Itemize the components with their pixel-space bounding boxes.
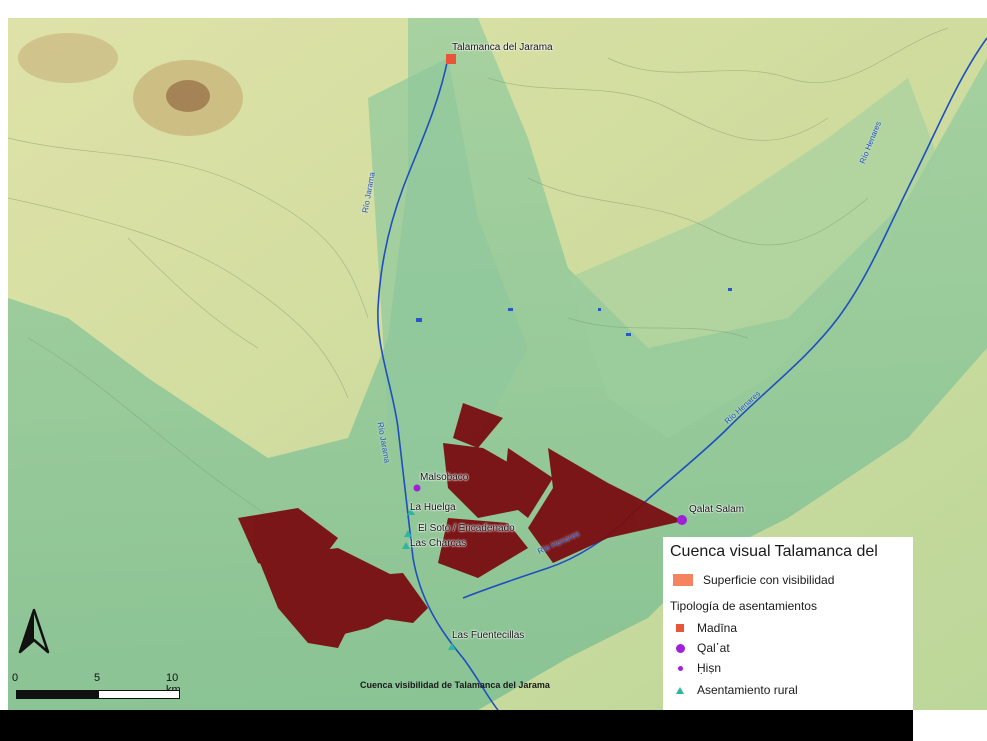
north-arrow-icon [18, 608, 50, 654]
scale-tick-0: 0 [12, 672, 19, 684]
place-label-malsobaco: Malsobaco [420, 472, 469, 483]
legend-visibility-row: Superficie con visibilidad [673, 573, 834, 587]
place-label-las-fuentecillas: Las Fuentecillas [452, 630, 525, 641]
legend-visibility-label: Superficie con visibilidad [703, 573, 835, 587]
bottom-black-band [0, 710, 913, 741]
rio-henares-line [462, 37, 987, 599]
rural-triangle-icon [676, 686, 684, 694]
map-caption: Cuenca visibilidad de Talamanca del Jara… [360, 680, 550, 690]
map-legend: Cuenca visual Talamanca del Superficie c… [663, 537, 913, 710]
place-label-las-charcas: Las Charcas [410, 538, 467, 549]
place-label-talamanca: Talamanca del Jarama [452, 42, 553, 53]
water-bodies [416, 288, 732, 336]
legend-item-qalat: Qal῾at [673, 641, 730, 655]
valley-floor [368, 58, 528, 498]
legend-item-label: Ḥiṣn [697, 661, 722, 675]
scale-bar: 0 5 10 km [8, 672, 188, 708]
visibility-swatch [673, 574, 693, 586]
qalat-marker-qalat-salam [677, 515, 687, 525]
madina-marker-talamanca [446, 54, 456, 64]
qalat-circle-icon [676, 643, 685, 653]
scale-segment-dark [16, 690, 100, 699]
mountain-ridge [18, 33, 118, 83]
hisn-dot-icon [678, 665, 683, 671]
legend-item-hisn: Ḥiṣn [673, 661, 721, 675]
madina-square-icon [676, 624, 684, 632]
legend-title: Cuenca visual Talamanca del [670, 543, 878, 560]
visibility-surface [238, 403, 683, 648]
scale-tick-5: 5 [94, 672, 101, 684]
legend-item-label: Asentamiento rural [697, 683, 798, 697]
rural-marker-las-fuentecillas [448, 643, 456, 650]
contour-lines [8, 27, 949, 579]
rural-marker-las-charcas [402, 542, 410, 549]
legend-item-label: Madīna [697, 621, 738, 635]
legend-item-madina: Madīna [673, 621, 737, 635]
scale-segment-light [98, 690, 180, 699]
rio-jarama-line [377, 57, 499, 710]
place-label-la-huelga: La Huelga [410, 502, 456, 513]
legend-item-rural: Asentamiento rural [673, 683, 798, 697]
place-label-el-soto: El Soto / Encadenado [418, 523, 515, 534]
henares-slope [568, 78, 938, 438]
legend-item-label: Qal῾at [697, 641, 730, 655]
mountain-summit [166, 80, 210, 112]
hisn-marker-malsobaco [413, 484, 421, 492]
rural-marker-el-soto [404, 530, 412, 537]
rural-marker-la-huelga [407, 508, 415, 515]
legend-typology-heading: Tipología de asentamientos [670, 599, 817, 613]
place-label-qalat-salam: Qalat Salam [689, 504, 745, 515]
